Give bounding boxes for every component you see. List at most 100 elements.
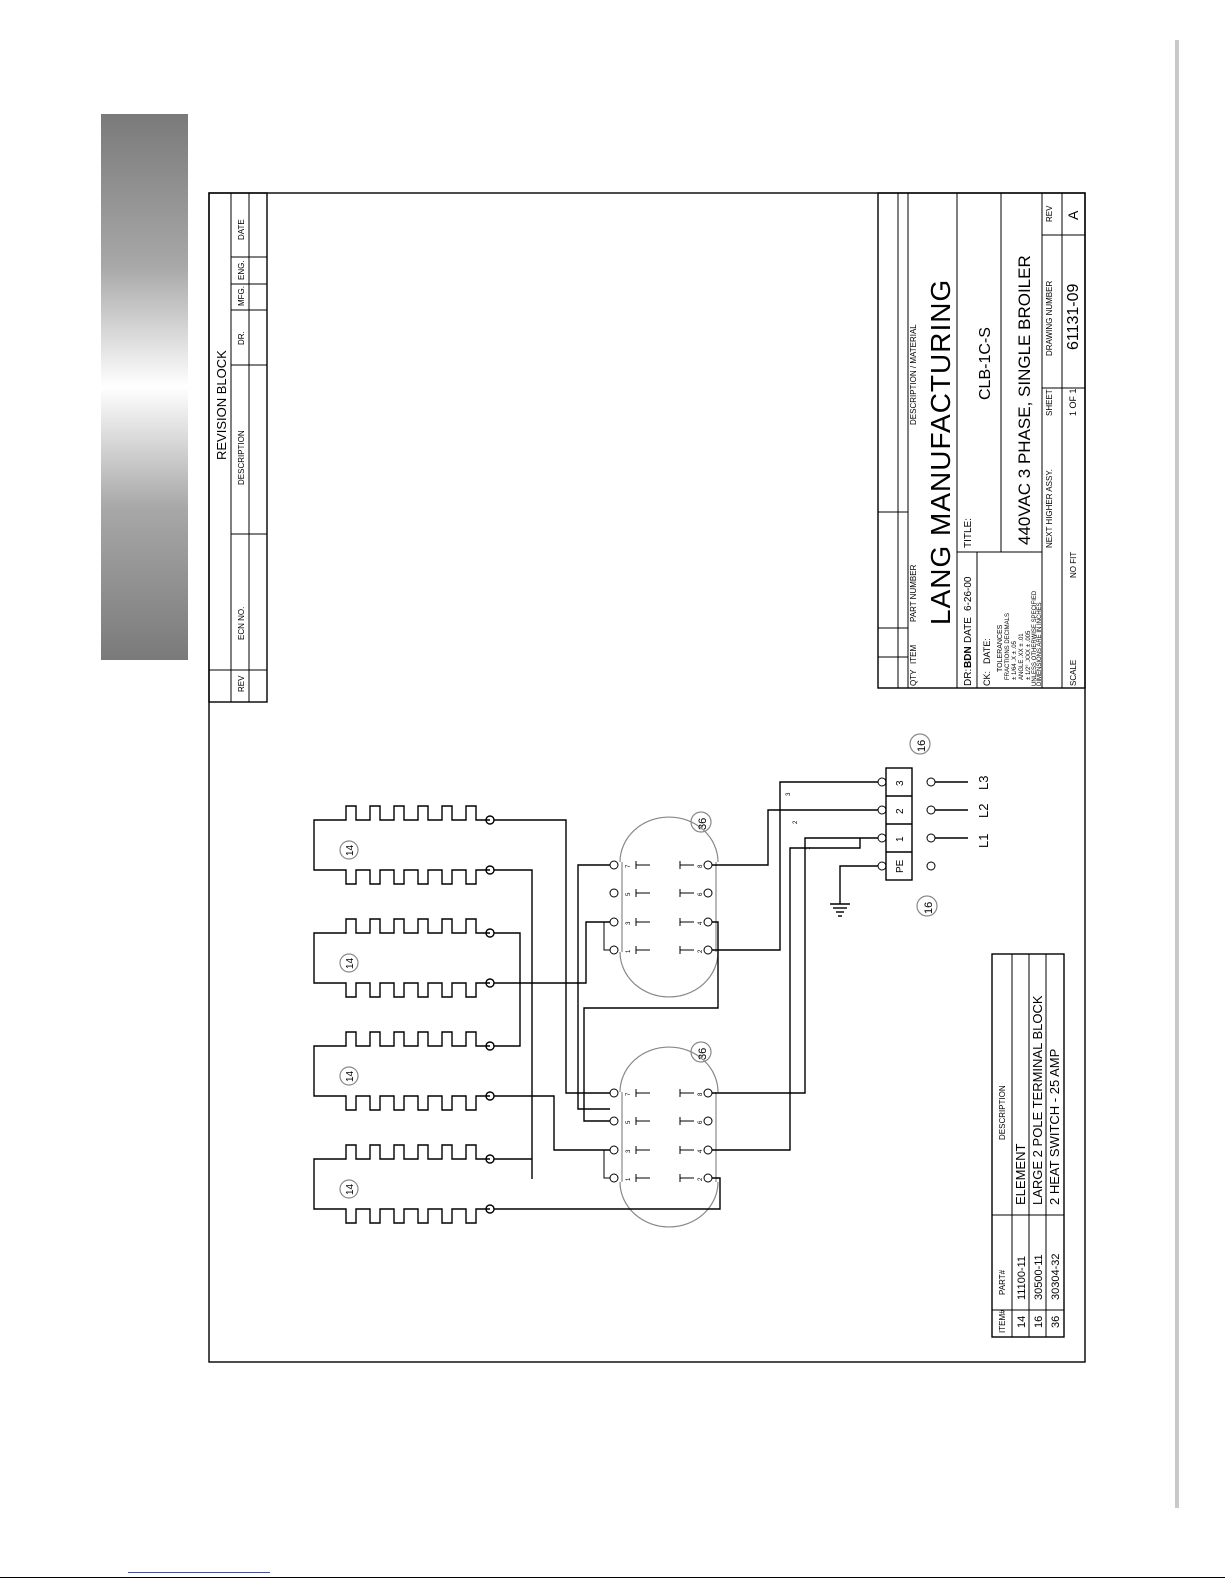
svg-text:2: 2 <box>698 949 704 953</box>
right-scroll-rule <box>1175 40 1179 1508</box>
scale-label: SCALE <box>1069 660 1078 686</box>
bottom-link-underline[interactable] <box>128 1572 270 1573</box>
bom-part-header: PART NUMBER <box>909 564 918 622</box>
svg-text:6: 6 <box>698 1120 704 1124</box>
svg-text:1: 1 <box>626 949 632 953</box>
ck-label: CK: <box>982 671 992 686</box>
parts-row-2-part: 30500-11 <box>1033 1254 1045 1300</box>
svg-text:14: 14 <box>345 957 356 969</box>
description-header: DESCRIPTION <box>237 430 246 485</box>
tolerance-line-6: UNLESS OTHERWISE SPECIFIED <box>1032 590 1038 686</box>
parts-row-1-part: 11100-11 <box>1016 1256 1028 1300</box>
tolerance-line-5: ± 1/2° .XXX ± .005 <box>1026 630 1032 680</box>
parts-header-description: DESCRIPTION <box>998 1085 1007 1140</box>
parts-row-1-item: 14 <box>1016 1316 1028 1328</box>
svg-text:2: 2 <box>698 1177 704 1181</box>
svg-text:14: 14 <box>345 1183 356 1195</box>
line-l2: L2 <box>976 804 991 818</box>
date-label: DATE <box>963 617 974 643</box>
bom-item-header: ITEM <box>909 645 918 664</box>
next-assy-label: NEXT HIGHER ASSY. <box>1045 469 1054 548</box>
dr-value: BDN <box>963 646 974 668</box>
svg-text:8: 8 <box>698 1092 704 1096</box>
svg-text:3: 3 <box>626 921 632 925</box>
drawing-border <box>208 192 1086 1363</box>
svg-text:7: 7 <box>626 864 632 868</box>
svg-text:4: 4 <box>698 921 704 925</box>
drawing-number: 61131-09 <box>1065 283 1082 350</box>
svg-text:7: 7 <box>626 1092 632 1096</box>
svg-text:36: 36 <box>697 1048 709 1060</box>
parts-row-1-description: ELEMENT <box>1013 1144 1028 1205</box>
dr-header: DR. <box>237 331 246 345</box>
svg-text:3: 3 <box>626 1149 632 1153</box>
eng-header: ENG. <box>237 260 246 280</box>
heat-switch-upper: 36 7 5 3 1 8 6 4 2 <box>603 811 719 998</box>
tolerance-line-3: ± 1/64 .X ± .05 <box>1012 640 1018 680</box>
rev-label: REV <box>1045 205 1054 222</box>
tb-pos-3: 3 <box>895 780 906 786</box>
company-name: LANG MANUFACTURING <box>925 279 956 625</box>
parts-row-3-item: 36 <box>1050 1316 1062 1328</box>
revision-block-title: REVISION BLOCK <box>214 350 229 460</box>
wiring <box>494 781 878 1210</box>
tolerance-line-7: DIMENSIONS ARE IN INCHES <box>1037 602 1043 686</box>
sheet-label: SHEET <box>1045 389 1054 416</box>
bottom-page-line <box>0 1577 1225 1578</box>
svg-text:1: 1 <box>626 1177 632 1181</box>
line-l3: L3 <box>976 776 991 790</box>
title-label: TITLE: <box>963 518 974 548</box>
rev-header: REV <box>237 675 246 692</box>
model-number: CLB-1C-S <box>977 327 994 400</box>
svg-text:1: 1 <box>806 846 812 850</box>
svg-text:14: 14 <box>345 844 356 856</box>
revision-block: REVISION BLOCK REV ECN NO. DESCRIPTION D… <box>208 192 268 703</box>
svg-text:16: 16 <box>916 740 928 752</box>
bom-material-header: DESCRIPTION / MATERIAL <box>909 324 918 425</box>
parts-row-3-part: 30304-32 <box>1050 1254 1062 1301</box>
svg-text:3: 3 <box>786 792 792 796</box>
heating-element-2: 14 <box>313 918 495 998</box>
svg-text:14: 14 <box>345 1070 356 1082</box>
svg-text:5: 5 <box>626 1120 632 1124</box>
dr-label: DR: <box>963 669 974 686</box>
parts-row-2-item: 16 <box>1033 1316 1045 1328</box>
svg-text:16: 16 <box>923 902 935 914</box>
parts-header-part: PART# <box>998 1269 1007 1295</box>
parts-table: ITEM# PART# DESCRIPTION 14 11100-11 ELEM… <box>991 953 1065 1338</box>
parts-header-item: ITEM# <box>998 1309 1007 1333</box>
side-tab-gradient <box>101 114 188 660</box>
ground-icon <box>830 903 850 917</box>
tb-pos-2: 2 <box>895 808 906 814</box>
date-header: DATE <box>237 219 246 240</box>
svg-text:8: 8 <box>698 864 704 868</box>
svg-text:6: 6 <box>698 892 704 896</box>
sheet-value: 1 OF 1 <box>1068 388 1078 416</box>
parts-row-3-description: 2 HEAT SWITCH - 25 AMP <box>1047 1049 1062 1205</box>
date-value: 6-26-00 <box>963 576 974 611</box>
tolerance-line-4: ANGLE .XX ± .01 <box>1019 633 1025 680</box>
tolerance-line-2: FRACTIONS DECIMALS <box>1005 613 1011 680</box>
bom-qty-header: QTY <box>909 669 918 686</box>
heating-element-3: 14 <box>313 1031 495 1111</box>
ck-date-label: DATE: <box>982 638 992 664</box>
tolerance-line-1: TOLERANCES <box>997 624 1004 672</box>
line-l1: L1 <box>976 834 991 848</box>
mfg-header: MFG. <box>237 286 246 306</box>
ecn-header: ECN NO. <box>237 607 246 640</box>
scale-value: NO FIT <box>1069 552 1078 578</box>
heating-element-1: 14 <box>313 805 495 885</box>
svg-text:2: 2 <box>793 820 799 824</box>
title-block: QTY ITEM PART NUMBER DESCRIPTION / MATER… <box>877 192 1086 689</box>
svg-text:36: 36 <box>697 818 709 830</box>
terminal-block: 3 2 1 PE 16 16 L3 L2 L1 <box>830 733 991 917</box>
heating-element-4: 14 <box>313 1144 495 1224</box>
parts-row-2-description: LARGE 2 POLE TERMINAL BLOCK <box>1030 995 1045 1205</box>
tb-pos-1: 1 <box>895 836 906 842</box>
tb-pe: PE <box>895 859 906 873</box>
heat-switch-lower: 36 7 5 3 1 8 6 4 2 <box>603 1041 719 1228</box>
svg-text:5: 5 <box>626 892 632 896</box>
drawing-number-label: DRAWING NUMBER <box>1045 281 1054 356</box>
drawing-description: 440VAC 3 PHASE, SINGLE BROILER <box>1015 255 1034 545</box>
